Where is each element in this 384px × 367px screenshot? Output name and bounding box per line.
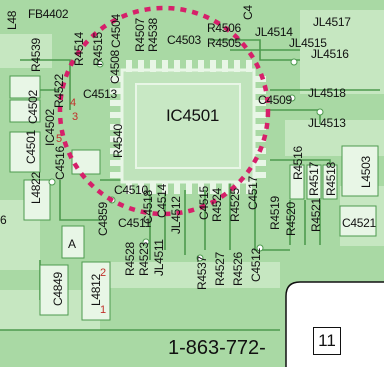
jl4518-label: JL4518 (308, 86, 346, 100)
c4501-label: C4501 (24, 130, 38, 164)
traces (0, 39, 380, 331)
jl4514-label: JL4514 (255, 25, 293, 39)
fb4402-label: FB4402 (28, 7, 69, 21)
digit-6-label: 6 (0, 213, 7, 227)
c4521-label: C4521 (342, 216, 376, 230)
c4517-label: C4517 (246, 176, 260, 210)
r4515-label: R4515 (91, 32, 105, 66)
page-number-box: 11 (313, 327, 341, 355)
r4538-label: R4538 (146, 18, 160, 52)
r4522-label: R4522 (52, 74, 66, 108)
ic4502-label: IC4502 (43, 109, 57, 146)
c4516-label: C4516 (53, 146, 67, 180)
c4502-label: C4502 (26, 90, 40, 124)
component-pads (9, 75, 379, 321)
r4521-label: R4521 (309, 198, 323, 232)
r4507-label: R4507 (133, 18, 147, 52)
r4506-label: R4506 (207, 21, 241, 35)
board-edge-line (285, 281, 384, 367)
r4505-label: R4505 (207, 36, 241, 50)
jl4517-label: JL4517 (313, 15, 351, 29)
c4508-label: C4508 (108, 50, 122, 84)
pin-2-label: 2 (100, 267, 106, 279)
pin-1-label: 1 (100, 304, 106, 316)
c4512-label: C4512 (249, 248, 263, 282)
r4539-label: R4539 (29, 38, 43, 72)
c4509-label: C4509 (258, 93, 292, 107)
ic4501-label: IC4501 (166, 106, 220, 125)
jl4515-label: JL4515 (289, 36, 327, 50)
r4527-label: R4527 (213, 252, 227, 286)
jl4511-label: JL4511 (152, 239, 166, 276)
r4523-label: R4523 (137, 242, 151, 276)
l4822-label: L4822 (29, 172, 43, 204)
r4540-label: R4540 (111, 124, 125, 158)
c4514-label: C4514 (155, 184, 169, 218)
r4526-label: R4526 (231, 252, 245, 286)
letter-a-label: A (68, 237, 76, 251)
l48-label: L48 (5, 10, 19, 30)
r4524-label: R4524 (210, 188, 224, 222)
c4515-label: C4515 (197, 186, 211, 220)
board-part-number: 1-863-772- (168, 337, 266, 359)
c4513-label: C4513 (83, 87, 117, 101)
c4518-label: C4518 (141, 190, 155, 224)
pin-3-label: 3 (72, 111, 78, 123)
r4517-label: R4517 (307, 162, 321, 196)
jl4513-label: JL4513 (308, 116, 346, 130)
c4503-label: C4503 (167, 33, 201, 47)
c4-top-label: C4 (241, 5, 255, 20)
jl4512-label: JL4512 (169, 196, 183, 234)
ic4501-footprint (110, 60, 266, 194)
pin-4-label: 4 (70, 97, 76, 109)
r4525-label: R4525 (228, 188, 242, 222)
c4849-label: C4849 (51, 272, 65, 306)
r4528-label: R4528 (123, 242, 137, 276)
highlight-dashed-circle (57, 5, 271, 217)
c4504-label: C4504 (109, 14, 123, 48)
l4812-label: L4812 (89, 274, 103, 306)
l4503-label: L4503 (359, 156, 373, 188)
pin-5-label: 5 (56, 133, 62, 145)
jl4516-label: JL4516 (311, 47, 349, 61)
r4537-label: R4537 (195, 256, 209, 290)
r4518-label: R4518 (324, 162, 338, 196)
c4859-label: C4859 (96, 202, 110, 236)
r4516-label: R4516 (291, 146, 305, 180)
r4519-label: R4519 (268, 196, 282, 230)
r4514-label: R4514 (72, 32, 86, 66)
c4511-label: C4511 (118, 216, 151, 230)
r4520-label: R4520 (284, 202, 298, 236)
c4510-label: C4510 (114, 183, 148, 197)
